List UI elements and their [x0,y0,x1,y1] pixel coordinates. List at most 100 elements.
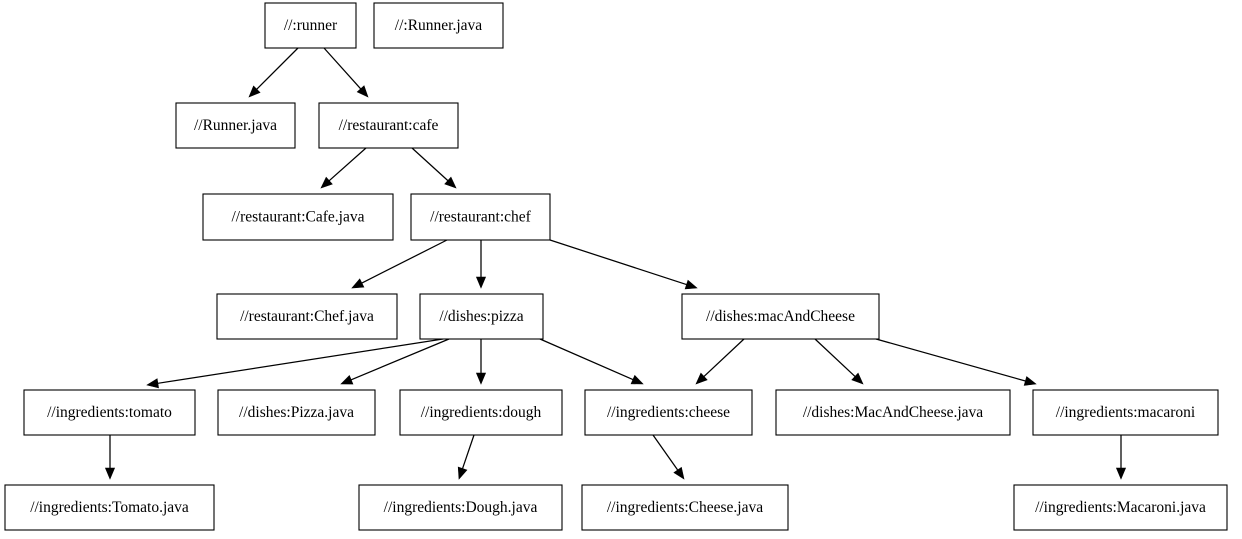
edges-layer [104,47,1127,480]
graph-edge [248,47,299,98]
graph-node-ing_cheese[interactable]: //ingredients:cheese [584,389,753,436]
edge-arrowhead-icon [630,374,644,385]
graph-edge [104,435,116,480]
edge-arrowhead-icon [146,378,159,389]
edge-line [461,434,475,469]
node-box[interactable] [584,389,753,436]
graph-node-ing_tomato[interactable]: //ingredients:tomato [23,389,196,436]
node-box[interactable] [681,293,880,340]
node-box[interactable] [264,2,357,49]
edge-line [328,147,367,182]
edge-arrowhead-icon [356,85,369,98]
graph-node-dishes_pizza_java[interactable]: //dishes:Pizza.java [217,389,376,436]
node-box[interactable] [318,102,459,149]
node-label: //dishes:MacAndCheese.java [803,404,983,421]
node-label: //ingredients:macaroni [1056,404,1196,421]
node-label: //dishes:pizza [439,308,523,325]
graph-node-ing_tomato_java[interactable]: //ingredients:Tomato.java [4,484,215,531]
node-label: //ingredients:Dough.java [384,499,538,516]
node-box[interactable] [410,193,551,241]
node-box[interactable] [216,293,398,340]
node-label: //restaurant:cafe [339,117,439,134]
edge-arrowhead-icon [684,279,698,290]
edge-line [539,338,634,381]
node-box[interactable] [358,484,563,531]
edge-line [875,338,1026,382]
graph-edge [814,338,864,385]
nodes-layer: //:runner //:Runner.java //Runner.java //re… [4,2,1228,531]
node-label: //ingredients:dough [421,404,542,421]
graph-edge [320,147,367,189]
graph-node-restaurant_cafe_java[interactable]: //restaurant:Cafe.java [202,193,394,241]
node-box[interactable] [581,484,789,531]
graph-node-runner[interactable]: //:runner [264,2,357,49]
node-box[interactable] [419,293,544,340]
node-box[interactable] [399,389,563,436]
graph-edge [351,239,448,289]
edge-line [361,239,448,284]
node-label: //restaurant:Chef.java [240,308,374,325]
edge-arrowhead-icon [673,466,685,480]
node-label: //:runner [284,17,338,34]
node-label: //ingredients:tomato [47,404,172,421]
graph-node-dishes_macandcheese_java[interactable]: //dishes:MacAndCheese.java [775,389,1011,436]
node-label: //restaurant:chef [430,209,532,226]
edge-line [549,239,687,286]
edge-arrowhead-icon [340,374,354,385]
node-box[interactable] [775,389,1011,436]
node-box[interactable] [23,389,196,436]
node-box[interactable] [1032,389,1219,436]
node-box[interactable] [373,2,504,49]
node-box[interactable] [202,193,394,241]
graph-edge [695,338,745,385]
node-label: //ingredients:Cheese.java [607,499,763,516]
graph-edge [539,338,644,385]
graph-edge [323,47,369,98]
node-label: //:Runner.java [395,17,483,34]
graph-node-ing_cheese_java[interactable]: //ingredients:Cheese.java [581,484,789,531]
graph-node-ing_macaroni[interactable]: //ingredients:macaroni [1032,389,1219,436]
graph-edge [875,338,1037,386]
graph-edge [340,338,450,385]
graph-node-ing_dough[interactable]: //ingredients:dough [399,389,563,436]
node-label: //dishes:Pizza.java [239,404,354,421]
node-box[interactable] [175,102,296,149]
edge-line [256,47,299,90]
edge-arrowhead-icon [1115,467,1127,480]
edge-arrowhead-icon [104,467,116,480]
graph-node-runner_java[interactable]: //Runner.java [175,102,296,149]
node-label: //ingredients:Tomato.java [30,499,189,516]
edge-arrowhead-icon [248,85,261,98]
edge-line [157,338,444,384]
edge-line [323,47,362,90]
graph-edge [411,147,457,189]
edge-arrowhead-icon [351,278,365,289]
graph-edge [1115,435,1127,480]
edge-line [652,434,679,471]
node-box[interactable] [4,484,215,531]
node-box[interactable] [1013,484,1228,531]
edge-line [350,338,450,381]
graph-node-ing_dough_java[interactable]: //ingredients:Dough.java [358,484,563,531]
graph-node-dishes_macandcheese[interactable]: //dishes:macAndCheese [681,293,880,340]
edge-line [814,338,856,377]
edge-arrowhead-icon [457,466,468,480]
graph-node-runner_java_root[interactable]: //:Runner.java [373,2,504,49]
edge-arrowhead-icon [475,372,487,385]
edge-arrowhead-icon [444,176,457,189]
edge-arrowhead-icon [851,372,864,385]
graph-node-restaurant_chef[interactable]: //restaurant:chef [410,193,551,241]
graph-edge [475,240,487,289]
node-box[interactable] [217,389,376,436]
node-label: //Runner.java [194,117,277,134]
graph-edge [457,434,475,480]
node-label: //ingredients:Macaroni.java [1035,499,1206,516]
edge-arrowhead-icon [475,276,487,289]
graph-node-dishes_pizza[interactable]: //dishes:pizza [419,293,544,340]
graph-node-restaurant_chef_java[interactable]: //restaurant:Chef.java [216,293,398,340]
graph-node-restaurant_cafe[interactable]: //restaurant:cafe [318,102,459,149]
node-label: //dishes:macAndCheese [706,308,855,325]
graph-node-ing_macaroni_java[interactable]: //ingredients:Macaroni.java [1013,484,1228,531]
